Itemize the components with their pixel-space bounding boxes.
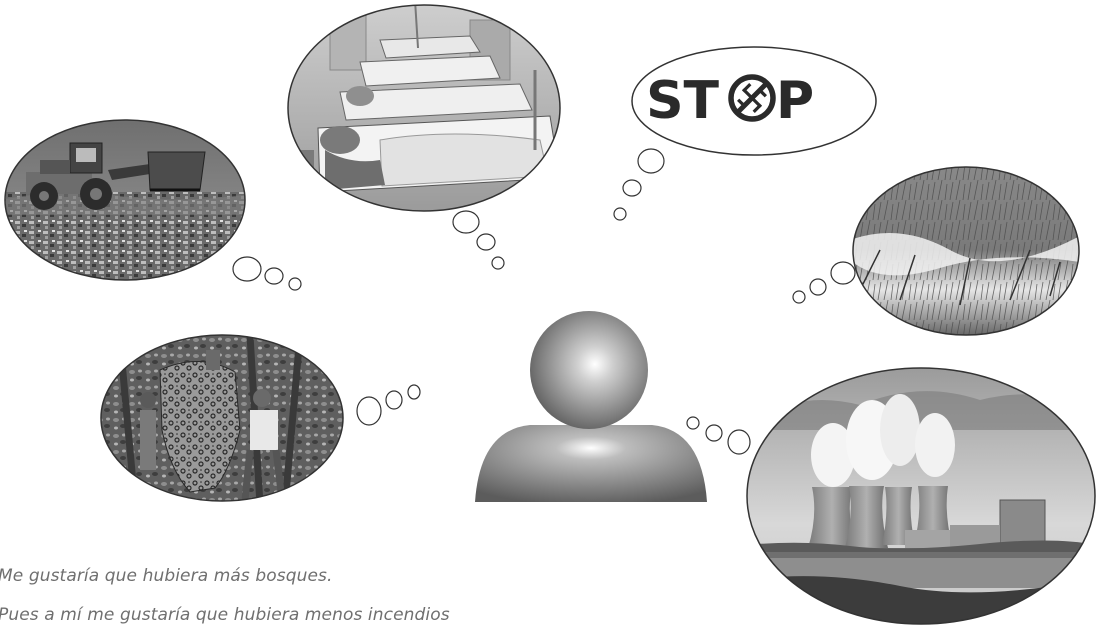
person-body [475,425,707,502]
stop-bubble: ST P [614,47,876,220]
jaguar-pelt-photo [95,330,355,505]
jaguar-bubble [95,330,420,505]
dialogue-line-fires: Pues a mí me gustaría que hubiera menos … [0,605,450,625]
person-silhouette [475,311,707,502]
nuclear-bubble [687,365,1100,626]
hospital-beds-photo [285,0,565,215]
dialogue-line-forests: Me gustaría que hubiera más bosques. [0,566,333,586]
landfill-bulldozer-photo [0,115,250,287]
burning-forest-photo [850,160,1090,340]
landfill-bubble [0,115,301,290]
fire-bubble [793,160,1090,340]
crossed-swastika-icon [731,77,773,119]
person-head [530,311,648,429]
hospital-bubble [285,0,565,269]
stop-letters-right: P [776,71,814,131]
stop-letters-left: ST [646,71,719,131]
